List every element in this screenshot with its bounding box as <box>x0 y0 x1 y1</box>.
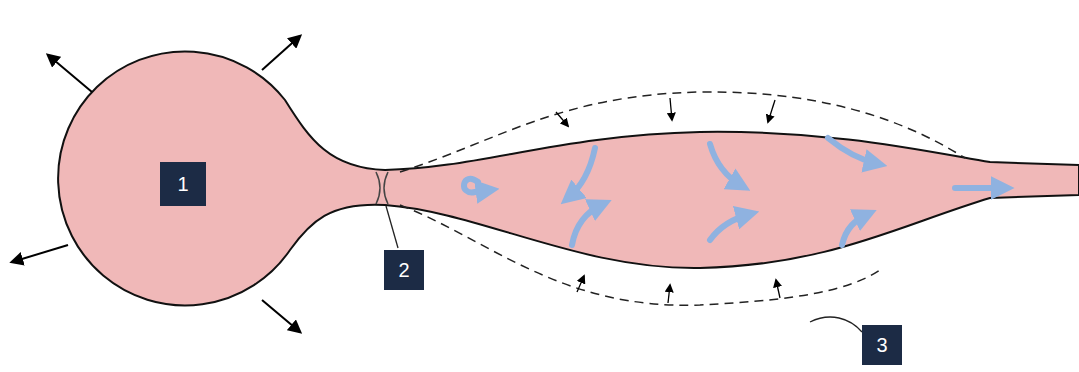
dashed-envelope <box>400 205 880 305</box>
callout-number: 3 <box>862 325 902 365</box>
callout-number: 1 <box>160 162 206 206</box>
flow-arrows <box>464 138 1005 245</box>
dashed-envelope <box>400 92 965 172</box>
leader-line <box>810 317 862 332</box>
cell-outline <box>58 51 1079 305</box>
valve-mark <box>376 172 388 204</box>
outward-arrows <box>12 36 300 332</box>
inward-arrows <box>556 98 780 303</box>
leader-line <box>386 206 398 248</box>
callout-number: 2 <box>384 250 424 290</box>
